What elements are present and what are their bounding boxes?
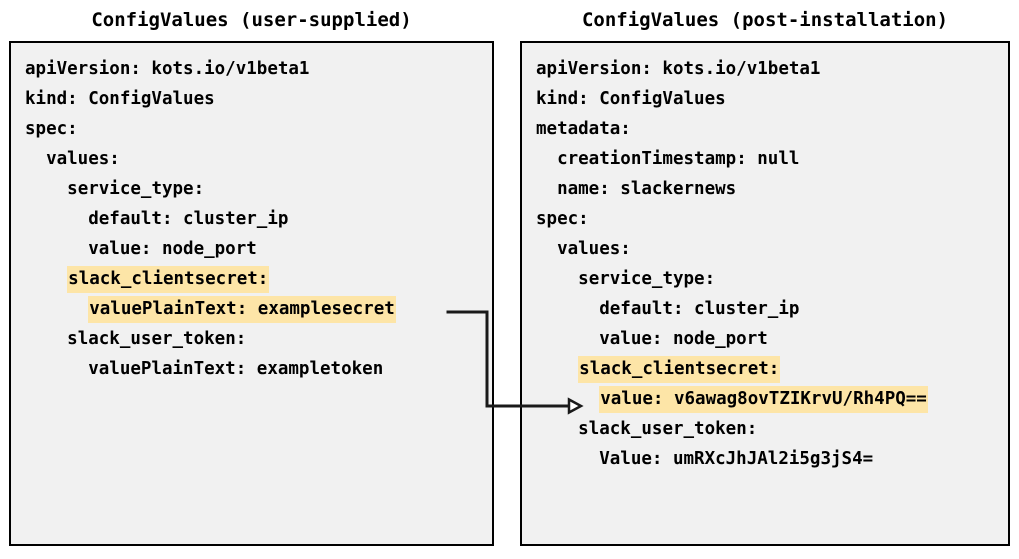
right-panel-title: ConfigValues (post-installation)	[581, 9, 949, 31]
code-line: spec:	[25, 114, 488, 144]
code-indent	[25, 209, 88, 229]
right-config-yaml: apiVersion: kots.io/v1beta1 kind: ConfigV…	[536, 54, 1004, 474]
code-indent	[536, 449, 599, 469]
code-text: default: cluster_ip	[599, 299, 800, 319]
code-text: slack_user_token:	[578, 419, 758, 439]
code-line: slack_clientsecret:	[536, 354, 1004, 384]
code-line: value: v6awag8ovTZIKrvU/Rh4PQ==	[536, 384, 1004, 414]
code-indent	[25, 149, 46, 169]
right-config-panel: apiVersion: kots.io/v1beta1 kind: ConfigV…	[520, 41, 1010, 546]
code-text: Value: umRXcJhJAl2i5g3jS4=	[599, 449, 874, 469]
left-config-yaml: apiVersion: kots.io/v1beta1 kind: ConfigV…	[25, 54, 488, 384]
code-indent	[25, 359, 88, 379]
code-text: name: slackernews	[557, 179, 737, 199]
code-text: valuePlainText: exampletoken	[88, 359, 384, 379]
code-text-highlighted: slack_clientsecret:	[578, 356, 781, 383]
code-line: creationTimestamp: null	[536, 144, 1004, 174]
code-line: default: cluster_ip	[25, 204, 488, 234]
code-line: apiVersion: kots.io/v1beta1	[536, 54, 1004, 84]
code-text: kind: ConfigValues	[536, 89, 726, 109]
code-text: metadata:	[536, 119, 631, 139]
code-line: value: node_port	[25, 234, 488, 264]
code-text: kind: ConfigValues	[25, 89, 215, 109]
code-line: name: slackernews	[536, 174, 1004, 204]
code-text: value: node_port	[599, 329, 768, 349]
code-indent	[536, 329, 599, 349]
left-panel-title: ConfigValues (user-supplied)	[91, 9, 412, 31]
code-indent	[536, 269, 578, 289]
code-line: value: node_port	[536, 324, 1004, 354]
code-line: values:	[536, 234, 1004, 264]
code-text: value: node_port	[88, 239, 257, 259]
code-line: valuePlainText: exampletoken	[25, 354, 488, 384]
code-line: metadata:	[536, 114, 1004, 144]
code-line: slack_user_token:	[25, 324, 488, 354]
code-text: default: cluster_ip	[88, 209, 289, 229]
left-config-panel: apiVersion: kots.io/v1beta1 kind: ConfigV…	[9, 41, 494, 546]
code-text: service_type:	[578, 269, 716, 289]
code-line: service_type:	[536, 264, 1004, 294]
code-text: values:	[46, 149, 120, 169]
code-line: Value: umRXcJhJAl2i5g3jS4=	[536, 444, 1004, 474]
code-text: creationTimestamp: null	[557, 149, 800, 169]
code-indent	[25, 239, 88, 259]
code-line: default: cluster_ip	[536, 294, 1004, 324]
code-indent	[536, 149, 557, 169]
code-text-highlighted: value: v6awag8ovTZIKrvU/Rh4PQ==	[599, 386, 928, 413]
code-text: slack_user_token:	[67, 329, 247, 349]
code-line: valuePlainText: examplesecret	[25, 294, 488, 324]
code-line: apiVersion: kots.io/v1beta1	[25, 54, 488, 84]
code-indent	[536, 299, 599, 319]
code-line: values:	[25, 144, 488, 174]
code-text: apiVersion: kots.io/v1beta1	[25, 59, 310, 79]
code-text: apiVersion: kots.io/v1beta1	[536, 59, 821, 79]
code-indent	[536, 179, 557, 199]
code-indent	[25, 179, 67, 199]
code-text-highlighted: valuePlainText: examplesecret	[88, 296, 396, 323]
code-line: kind: ConfigValues	[536, 84, 1004, 114]
code-indent	[536, 389, 599, 409]
code-line: service_type:	[25, 174, 488, 204]
code-line: slack_clientsecret:	[25, 264, 488, 294]
code-indent	[25, 299, 88, 319]
code-indent	[536, 419, 578, 439]
code-text-highlighted: slack_clientsecret:	[67, 266, 270, 293]
code-indent	[25, 269, 67, 289]
code-line: slack_user_token:	[536, 414, 1004, 444]
code-text: spec:	[536, 209, 589, 229]
code-line: kind: ConfigValues	[25, 84, 488, 114]
code-text: spec:	[25, 119, 78, 139]
code-indent	[536, 359, 578, 379]
code-text: service_type:	[67, 179, 205, 199]
code-indent	[25, 329, 67, 349]
code-text: values:	[557, 239, 631, 259]
code-indent	[536, 239, 557, 259]
code-line: spec:	[536, 204, 1004, 234]
